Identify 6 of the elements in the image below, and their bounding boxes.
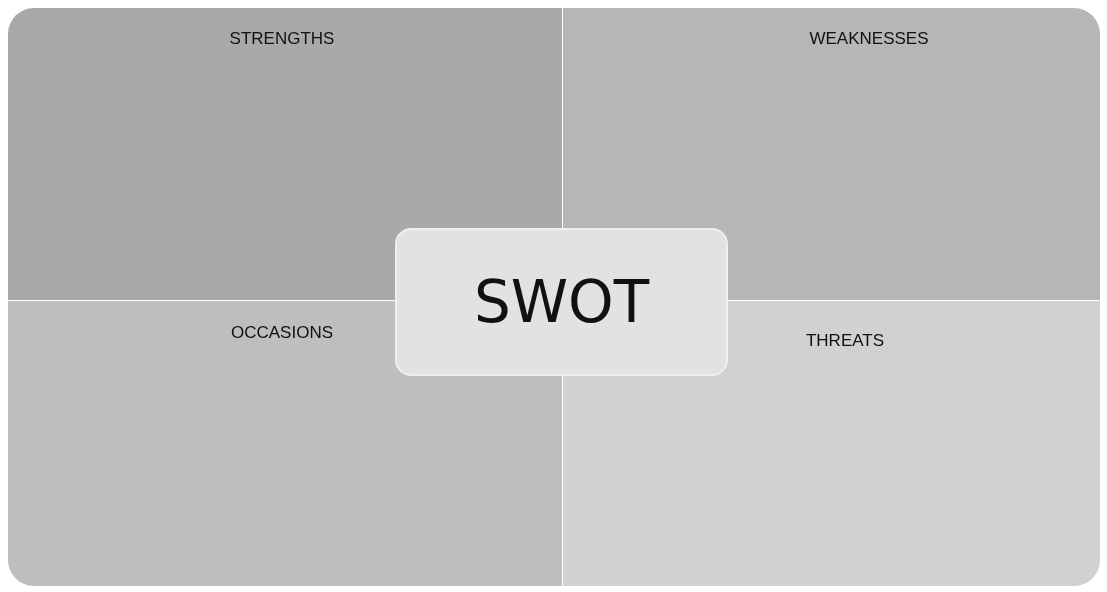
quadrant-title: STRENGTHS [229,29,335,49]
center-box [395,228,728,376]
quadrant-title: WEAKNESSES [809,29,929,49]
center-title: SWOT [473,268,650,336]
quadrant-title: OCCASIONS [231,323,333,343]
quadrant-title: THREATS [805,331,885,351]
